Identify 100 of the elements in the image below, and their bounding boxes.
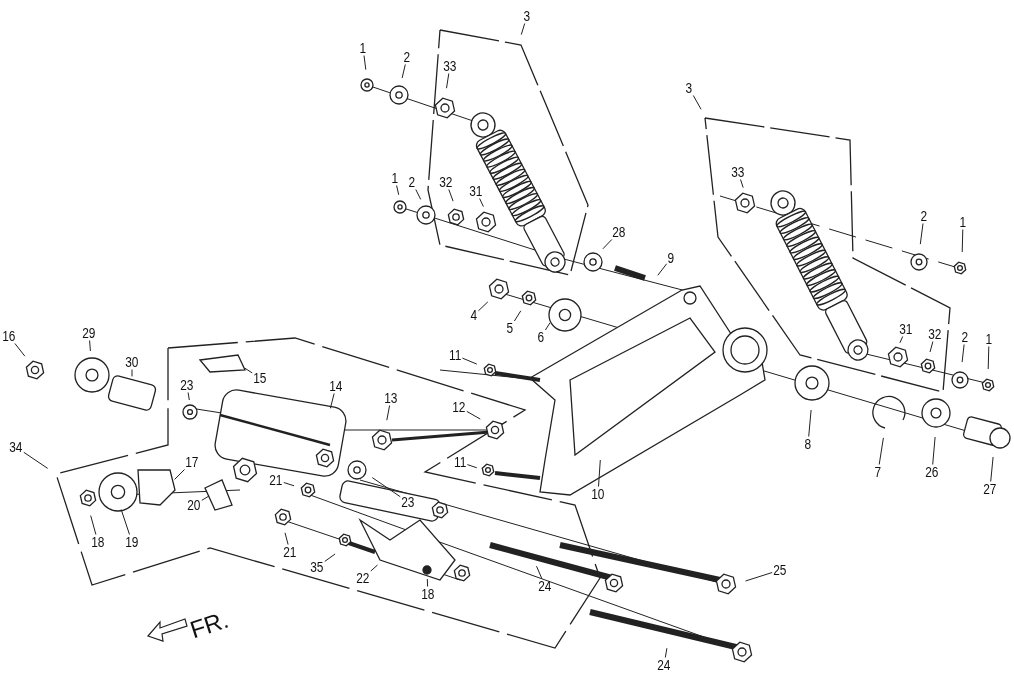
callout-number: 15: [253, 370, 267, 386]
callout-number: 23: [401, 494, 415, 510]
leader-line: [426, 578, 429, 587]
callout-number: 18: [91, 534, 105, 550]
leader-line: [461, 357, 478, 365]
leader-line: [598, 459, 601, 487]
leader-line: [14, 343, 26, 357]
callout-number: 28: [612, 224, 626, 240]
leader-line: [961, 344, 965, 363]
leader-line: [329, 393, 335, 409]
leader-line: [284, 532, 289, 545]
leader-line: [90, 515, 97, 535]
callout-number: 9: [667, 250, 675, 266]
callout-number: 1: [959, 214, 967, 230]
leader-line: [466, 410, 481, 420]
callout-number: 11: [448, 347, 461, 363]
leader-line: [386, 405, 391, 421]
leader-line: [477, 301, 489, 312]
leader-line: [446, 73, 450, 89]
callout-number: 17: [185, 454, 199, 470]
leader-line: [745, 572, 773, 582]
leader-line: [371, 477, 401, 498]
callout-number: 2: [403, 49, 411, 65]
leader-line: [657, 263, 668, 276]
callout-number: 19: [125, 534, 139, 550]
leader-line: [415, 189, 422, 200]
leader-line: [396, 185, 400, 196]
callout-number: 2: [408, 174, 416, 190]
callout-number: 1: [985, 331, 993, 347]
callout-number: 3: [523, 8, 531, 24]
leader-line: [283, 482, 295, 487]
callout-number: 24: [538, 578, 552, 594]
leader-line: [899, 336, 904, 344]
leader-line: [244, 367, 253, 374]
leader-line: [987, 346, 990, 370]
callout-number: 32: [439, 174, 453, 190]
leader-line: [89, 340, 91, 352]
leader-line: [808, 409, 812, 437]
callout-number: 1: [391, 170, 399, 186]
callout-number: 31: [469, 183, 483, 199]
leader-line: [174, 469, 185, 480]
leader-line: [201, 495, 210, 501]
callout-number: 33: [443, 58, 457, 74]
leader-line: [479, 198, 484, 208]
callout-number: 7: [874, 464, 882, 480]
callout-number: 29: [82, 325, 96, 341]
callout-number: 32: [928, 326, 942, 342]
callout-number: 23: [180, 377, 194, 393]
callout-number: 30: [125, 354, 139, 370]
callout-number: 10: [591, 486, 605, 502]
callout-number: 13: [384, 390, 398, 406]
leader-line: [520, 23, 526, 36]
callout-number: 6: [537, 329, 545, 345]
callout-number: 34: [9, 439, 23, 455]
callout-number: 14: [329, 378, 343, 394]
callout-number: 31: [899, 321, 913, 337]
callout-number: 18: [421, 586, 435, 602]
callout-number: 35: [310, 559, 324, 575]
callout-number: 1: [359, 40, 367, 56]
leader-line: [740, 179, 744, 189]
leader-line: [544, 322, 551, 331]
leader-line: [878, 437, 884, 465]
callout-number: 21: [269, 472, 283, 488]
leader-line: [536, 565, 543, 579]
leader-line: [466, 464, 478, 469]
leader-line: [120, 509, 130, 535]
callout-number: 25: [773, 562, 787, 578]
callout-number: 26: [925, 464, 939, 480]
callout-number: 5: [506, 320, 514, 336]
callout-number: 27: [983, 481, 997, 497]
leader-line: [961, 229, 964, 253]
callout-number: 8: [804, 436, 812, 452]
callout-number: 22: [356, 570, 370, 586]
leader-line: [370, 564, 378, 572]
leader-line: [363, 55, 367, 71]
leader-line: [131, 369, 133, 377]
leader-line: [932, 436, 936, 465]
leader-line: [448, 189, 454, 202]
callout-number: 21: [283, 544, 297, 560]
callout-number: 20: [187, 497, 201, 513]
callout-number: 11: [453, 454, 466, 470]
callout-number: 3: [685, 80, 693, 96]
callout-number: 24: [657, 657, 671, 673]
leader-line: [513, 310, 522, 322]
leader-line: [664, 647, 668, 658]
callout-number: 2: [920, 208, 928, 224]
leader-line: [919, 223, 924, 245]
callout-number: 2: [961, 329, 969, 345]
leader-line: [929, 341, 934, 353]
leader-line: [602, 239, 613, 250]
leader-line: [187, 392, 190, 401]
callout-number: 33: [731, 164, 745, 180]
callout-number: 4: [470, 307, 478, 323]
leader-line: [692, 95, 702, 110]
direction-label: FR.: [186, 606, 232, 644]
callout-number: 16: [2, 328, 16, 344]
callout-number: 12: [452, 399, 466, 415]
leader-line: [990, 456, 994, 482]
leader-line: [324, 553, 336, 562]
leader-line: [401, 64, 406, 79]
